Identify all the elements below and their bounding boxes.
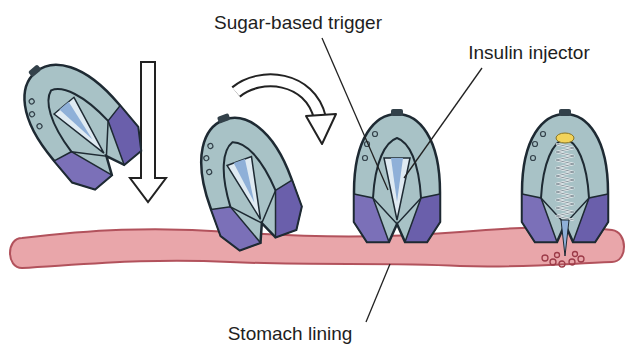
capsule-righting <box>182 100 308 254</box>
part-label: Sugar-based trigger <box>212 12 384 34</box>
leader-line <box>322 38 388 190</box>
capsule-falling <box>0 40 151 197</box>
capsule-upright <box>354 109 440 242</box>
part-label: Insulin injector <box>466 42 591 64</box>
leader-line <box>366 264 390 322</box>
capsule-injecting <box>522 109 608 267</box>
leader-line <box>404 68 482 178</box>
part-label: Stomach lining <box>226 323 355 345</box>
rotation-arrow <box>236 80 320 118</box>
